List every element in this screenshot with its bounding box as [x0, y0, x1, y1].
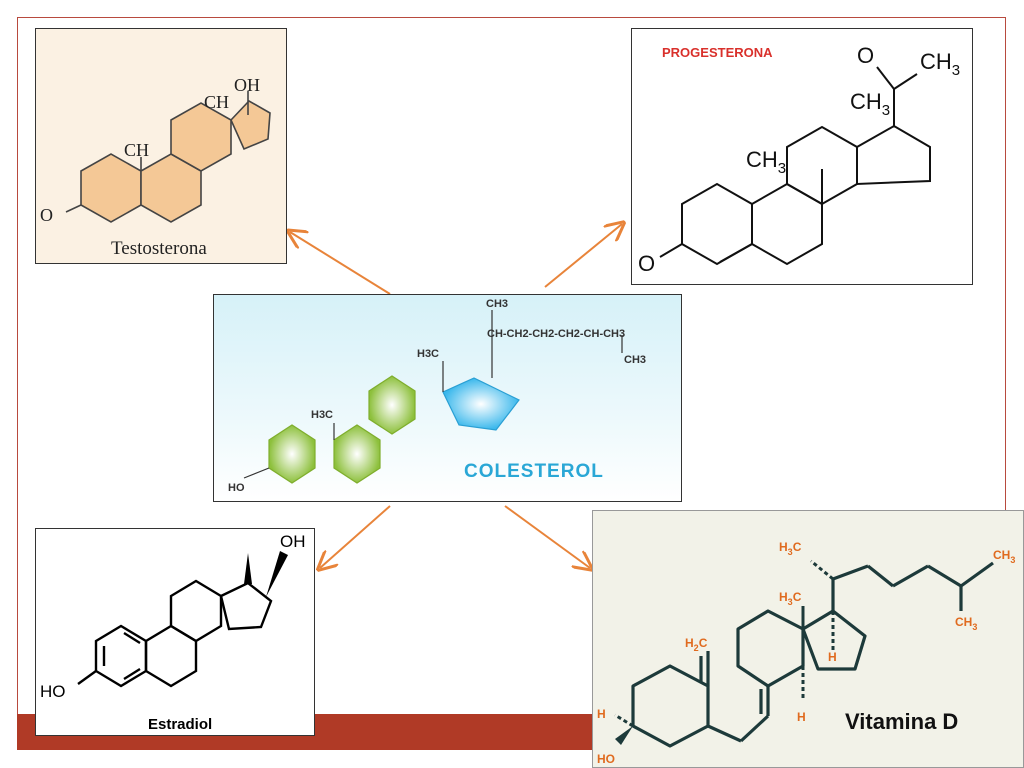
vitd-h2c: H2C	[685, 636, 708, 653]
vitd-h-ring: H	[828, 650, 837, 664]
testosterone-panel: CH CH OH O Testosterona	[35, 28, 287, 264]
progesterone-structure: PROGESTERONA O CH3 CH3 CH3 O	[638, 43, 960, 276]
arrow-to-estradiol	[320, 505, 391, 568]
vitd-h3c-top: H3C	[779, 540, 802, 557]
progesterone-o-top: O	[857, 43, 874, 68]
progesterone-title: PROGESTERONA	[662, 45, 773, 60]
vitamin-d-name: Vitamina D	[845, 709, 958, 734]
cholesterol-side-chain: CH-CH2-CH2-CH2-CH-CH3	[487, 328, 625, 340]
estradiol-structure: OH HO Estradiol	[40, 532, 306, 733]
progesterone-ch3-top: CH3	[920, 49, 960, 79]
testosterone-structure: CH CH OH O Testosterona	[40, 75, 271, 259]
progesterone-panel: PROGESTERONA O CH3 CH3 CH3 O	[631, 28, 973, 285]
progesterone-o-bottom: O	[638, 251, 655, 276]
progesterone-ch3-c13: CH3	[850, 89, 890, 119]
cholesterol-structure: CH3 CH-CH2-CH2-CH2-CH-CH3 CH3 H3C H3C HO…	[228, 298, 646, 494]
vitd-ho: HO	[597, 752, 615, 766]
testosterone-oh-label: OH	[234, 75, 260, 95]
testosterone-ch-label: CH	[124, 140, 149, 160]
vitamin-d-structure: H3C CH3 CH3 H3C H2C H H H HO Vitamina D	[597, 540, 1015, 766]
testosterone-o-label: O	[40, 205, 53, 225]
cholesterol-title: COLESTEROL	[464, 461, 604, 482]
vitamin-d-panel: H3C CH3 CH3 H3C H2C H H H HO Vitamina D	[592, 510, 1024, 768]
vitd-h-ring2: H	[797, 710, 806, 724]
estradiol-name: Estradiol	[148, 716, 212, 733]
testosterone-name: Testosterona	[111, 238, 207, 259]
cholesterol-panel: CH3 CH-CH2-CH2-CH2-CH-CH3 CH3 H3C H3C HO…	[213, 294, 682, 502]
cholesterol-ch3-bottom: CH3	[624, 354, 646, 366]
estradiol-panel: OH HO Estradiol	[35, 528, 315, 736]
arrow-to-progesterone	[544, 224, 622, 288]
progesterone-ch3-c10: CH3	[746, 147, 786, 177]
cholesterol-h3c-c10: H3C	[311, 409, 333, 421]
vitd-h-left: H	[597, 707, 606, 721]
vitd-ch3-low: CH3	[955, 615, 977, 632]
arrow-to-vitamin-d	[504, 505, 590, 568]
estradiol-oh: OH	[280, 532, 306, 551]
vitd-ch3-right: CH3	[993, 548, 1015, 565]
estradiol-ho: HO	[40, 682, 66, 701]
vitd-h3c-mid: H3C	[779, 590, 802, 607]
cholesterol-ho: HO	[228, 482, 245, 494]
testosterone-ch17-label: CH	[204, 92, 229, 112]
cholesterol-ch3-top: CH3	[486, 298, 508, 310]
cholesterol-h3c-c13: H3C	[417, 348, 439, 360]
arrow-to-testosterone	[290, 232, 391, 295]
